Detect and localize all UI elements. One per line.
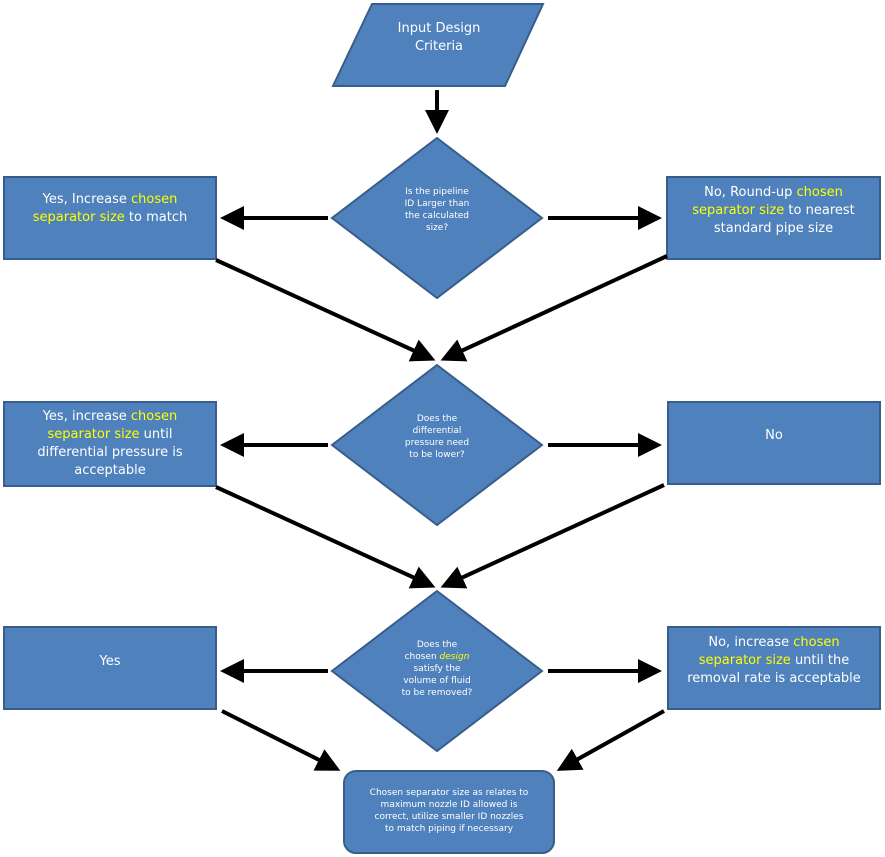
decision-diamond-3	[330, 589, 544, 753]
decision1-label: Is the pipeline ID Larger than the calcu…	[404, 187, 470, 233]
arrow-yes3-to-end	[221, 709, 341, 771]
arrow-no1-to-decision2	[440, 254, 668, 362]
yes-box-2	[3, 401, 217, 487]
decision-diamond-1	[330, 136, 544, 300]
yes-box-1	[3, 176, 217, 260]
no3-label: No, increase chosen separator size until…	[687, 635, 861, 686]
start-label: Input Design Criteria	[397, 21, 481, 54]
arrow-no3-to-end	[556, 709, 665, 771]
no-box-2	[667, 401, 881, 485]
yes-box-3	[3, 626, 217, 710]
decision3-label: Does the chosen design satisfy the volum…	[401, 640, 473, 698]
yes3-label: Yes	[99, 654, 121, 669]
end-label: Chosen separator size as relates to maxi…	[369, 788, 529, 834]
no2-label: No	[765, 428, 783, 443]
decision2-label: Does the differential pressure need to b…	[404, 414, 470, 460]
decision-diamond-2	[330, 363, 544, 527]
no-box-1	[666, 176, 881, 260]
arrow-no2-to-decision3	[440, 483, 665, 589]
yes2-label: Yes, increase chosen separator size unti…	[37, 409, 183, 478]
no-box-3	[667, 626, 881, 710]
end-rounded-box	[343, 770, 555, 854]
no1-label: No, Round-up chosen separator size to ne…	[692, 185, 855, 236]
arrow-yes2-to-decision3	[215, 485, 436, 589]
yes1-label: Yes, Increase chosen separator size to m…	[32, 192, 188, 225]
arrow-yes1-to-decision2	[215, 258, 436, 362]
start-parallelogram	[331, 3, 545, 87]
